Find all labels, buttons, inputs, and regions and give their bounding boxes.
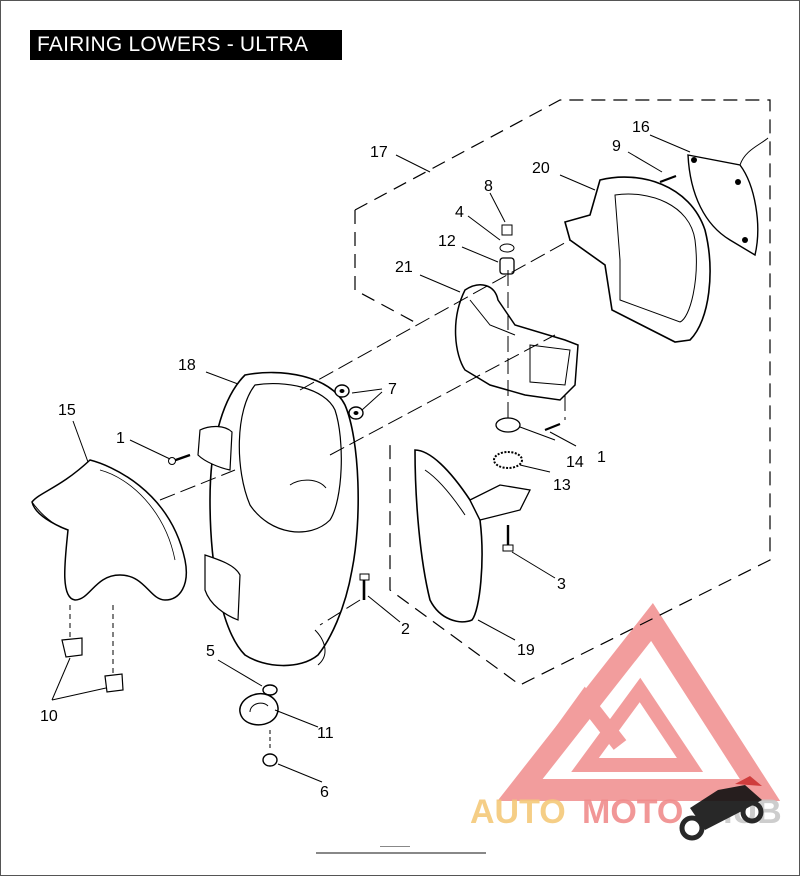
part-4-washer [499,243,515,253]
part-15-inner-fairing [31,459,187,601]
callout-17: 17 [370,144,388,161]
callout-1-left: 1 [116,430,125,447]
part-21-glovebox-bracket [454,284,579,401]
callout-21: 21 [395,259,413,276]
callout-7: 7 [388,381,397,398]
watermark-wordmark: AUTO MOTO HUB [470,776,782,841]
part-8-nut [501,224,513,236]
callout-3: 3 [557,576,566,593]
diagram-title: FAIRING LOWERS - ULTRA [37,33,309,56]
callout-19: 19 [517,642,535,659]
part-7-grommets [334,384,364,420]
assembly-centerlines [159,239,571,626]
title-bar: FAIRING LOWERS - ULTRA [30,30,342,60]
callout-18: 18 [178,357,196,374]
part-13-star-washer [493,451,523,469]
part-1-screw-right [544,422,561,432]
callout-16: 16 [632,119,650,136]
callout-leaders [51,134,691,783]
watermark-word-moto: MOTO [582,793,683,831]
callout-11: 11 [317,725,334,742]
part-2-screw [359,573,370,600]
part-6-nut [262,730,278,767]
part-9-screw [659,174,677,184]
part-16-cover [687,137,769,257]
kit-boundary-dashed [354,99,771,686]
callout-20: 20 [532,160,550,177]
part-10-clips [61,605,124,693]
footnote-marks [316,846,486,854]
callout-14: 14 [566,454,584,471]
part-19-door [414,449,531,623]
part-20-glovebox [564,176,711,343]
callout-2: 2 [401,621,410,638]
part-11-clamp [239,693,279,726]
part-14-washer [495,417,521,433]
callout-6: 6 [320,784,329,801]
callout-12: 12 [438,233,456,250]
callout-4: 4 [455,204,464,221]
callout-10: 10 [40,708,58,725]
part-3-screw [502,525,514,552]
watermark-rider-icon [679,776,764,841]
callout-5: 5 [206,643,215,660]
callout-1-right: 1 [597,449,606,466]
watermark-logo [497,603,781,801]
watermark-word-auto: AUTO [470,793,566,831]
callout-8: 8 [484,178,493,195]
callout-labels: 1 1 2 3 4 5 6 7 8 9 10 11 12 13 14 15 16… [40,119,650,801]
watermark-m-strokes [513,686,627,795]
part-18-lower-fairing [197,371,359,667]
callout-9: 9 [612,138,621,155]
callout-15: 15 [58,402,76,419]
callout-13: 13 [553,477,571,494]
part-5-washer [262,684,278,696]
part-12-spacer [499,257,515,275]
part-1-screw-left [168,453,191,465]
